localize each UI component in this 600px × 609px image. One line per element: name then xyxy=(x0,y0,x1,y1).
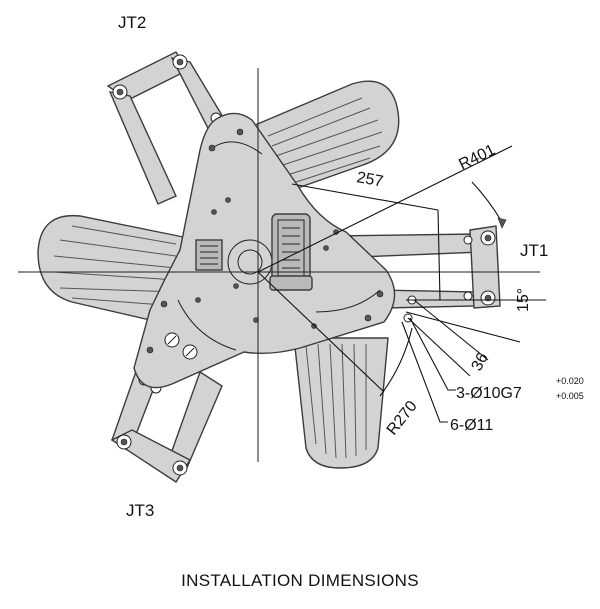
bottom-arm xyxy=(293,337,389,469)
angle-label: 15° xyxy=(515,288,532,312)
jt3-label: JT3 xyxy=(126,501,154,520)
pin-tolerance-upper: +0.020 xyxy=(556,376,584,386)
left-arm xyxy=(37,214,189,327)
radius-outer-label: R401 xyxy=(456,142,498,174)
radius-inner-label: R270 xyxy=(384,398,421,439)
dimension-lines xyxy=(257,145,546,423)
center-lines xyxy=(18,68,540,462)
bolt-holes-label: 6-Ø11 xyxy=(450,417,493,434)
jt2-label: JT2 xyxy=(118,13,146,32)
figure-caption: INSTALLATION DIMENSIONS xyxy=(181,571,419,590)
upper-arm xyxy=(246,80,400,191)
jt1-label: JT1 xyxy=(520,241,548,260)
pin-tolerance-lower: +0.005 xyxy=(556,391,584,401)
base-plate xyxy=(133,112,417,389)
distance-label: 257 xyxy=(355,169,384,190)
offset-label: 36 xyxy=(469,350,492,374)
pin-holes-label: 3-Ø10G7 xyxy=(456,385,522,402)
